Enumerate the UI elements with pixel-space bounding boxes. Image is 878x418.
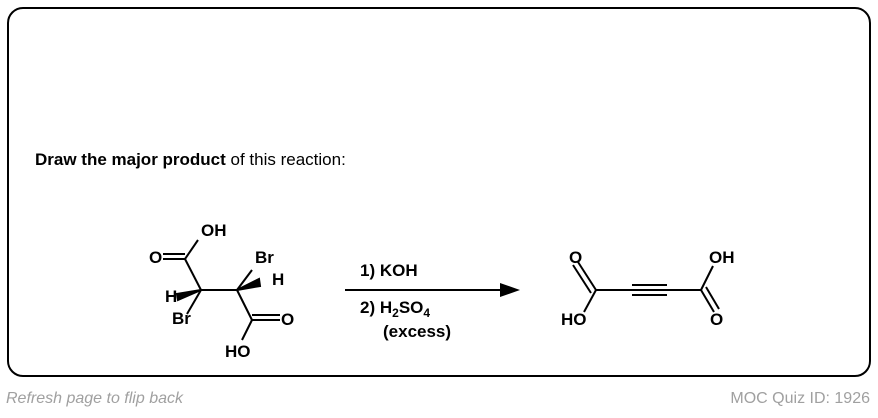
bond bbox=[184, 258, 202, 291]
quiz-id: MOC Quiz ID: 1926 bbox=[730, 390, 870, 407]
quiz-card bbox=[7, 7, 871, 377]
atom-label: O bbox=[710, 310, 723, 329]
atom-label: Br bbox=[255, 248, 274, 267]
atom-label: H bbox=[272, 270, 284, 289]
product-molecule bbox=[572, 261, 720, 313]
condition-step2: 2) H2SO4 bbox=[360, 298, 430, 320]
atom-label: OH bbox=[201, 221, 227, 240]
bond bbox=[705, 286, 720, 310]
atom-label: Br bbox=[172, 309, 191, 328]
reactant-molecule bbox=[163, 239, 280, 341]
bond bbox=[577, 261, 597, 291]
atom-label: O bbox=[569, 248, 582, 267]
atom-label: HO bbox=[225, 342, 251, 361]
reaction-arrow bbox=[345, 283, 520, 297]
bond bbox=[236, 269, 253, 291]
condition-step1: 1) KOH bbox=[360, 261, 418, 280]
prompt-bold: Draw the major product bbox=[35, 150, 226, 169]
refresh-hint: Refresh page to flip back bbox=[6, 390, 183, 407]
bond bbox=[572, 264, 592, 294]
condition-note: (excess) bbox=[383, 322, 451, 341]
atom-label: OH bbox=[709, 248, 735, 267]
atom-label: O bbox=[281, 310, 294, 329]
bond bbox=[583, 289, 597, 313]
prompt-rest: of this reaction: bbox=[225, 150, 346, 169]
bond bbox=[700, 289, 715, 313]
atom-label: H bbox=[165, 287, 177, 306]
atom-label: HO bbox=[561, 310, 587, 329]
arrowhead-icon bbox=[500, 283, 520, 297]
bond bbox=[186, 289, 202, 315]
wedge-bond bbox=[175, 289, 202, 302]
wedge-bond bbox=[236, 277, 262, 291]
atom-label: O bbox=[149, 248, 162, 267]
bond bbox=[241, 319, 253, 341]
bond bbox=[700, 265, 714, 291]
bond bbox=[236, 289, 253, 321]
question-prompt: Draw the major product of this reaction: bbox=[35, 150, 346, 170]
bond bbox=[184, 239, 199, 260]
